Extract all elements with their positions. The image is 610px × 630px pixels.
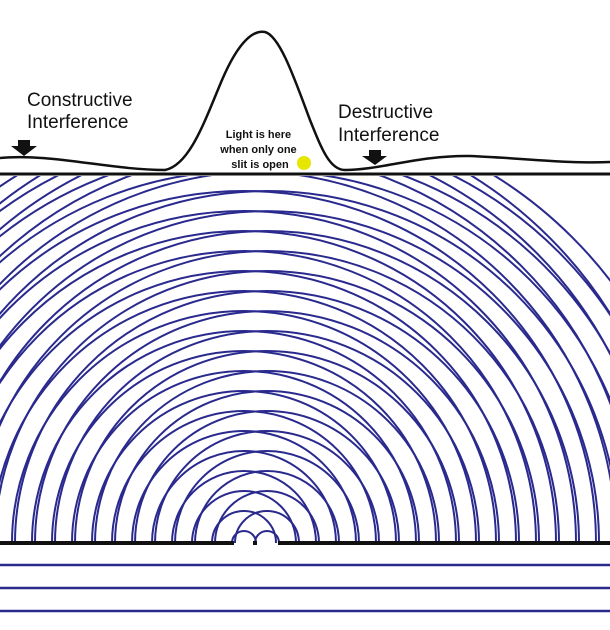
wavefront-arc xyxy=(131,430,357,543)
wavefront-arc xyxy=(54,330,480,543)
destructive-label: Destructive Interference xyxy=(338,102,439,146)
incoming-plane-waves xyxy=(0,563,610,613)
arrow-down-icon xyxy=(11,140,37,156)
wavefront-arc xyxy=(194,470,340,543)
wavefront-arc xyxy=(11,310,477,543)
wavefront-arc xyxy=(71,370,417,543)
wavefront-arc xyxy=(134,410,400,543)
wavefront-arc xyxy=(34,310,500,543)
wavefront-arc xyxy=(254,530,280,543)
single-slit-label: Light is here when only one slit is open xyxy=(219,129,299,171)
arrow-down-icon xyxy=(362,150,387,165)
wavefront-arc xyxy=(0,210,600,543)
wavefront-arc xyxy=(0,250,560,543)
wavefront-arc xyxy=(14,290,520,543)
yellow-dot-icon xyxy=(297,156,311,170)
wavefront-arc xyxy=(74,350,460,543)
wavefront-arc xyxy=(114,390,420,543)
wavefront-arc xyxy=(0,176,610,402)
wavefront-arc xyxy=(191,490,297,543)
diffracted-wavefronts xyxy=(0,176,610,543)
wavefront-arc xyxy=(0,230,557,543)
wavefront-arc xyxy=(0,270,540,543)
wavefront-arc xyxy=(211,510,277,543)
wavefront-arc xyxy=(154,430,380,543)
wavefront-arc xyxy=(94,370,440,543)
wavefront-arc xyxy=(0,190,597,543)
wavefront-arc xyxy=(234,510,300,543)
constructive-label: Constructive Interference xyxy=(27,90,138,133)
wavefront-arc xyxy=(0,230,580,543)
wavefront-arc xyxy=(174,450,360,543)
wavefront-arc xyxy=(0,190,610,469)
intensity-curve xyxy=(0,30,610,172)
wavefront-arc xyxy=(214,490,320,543)
